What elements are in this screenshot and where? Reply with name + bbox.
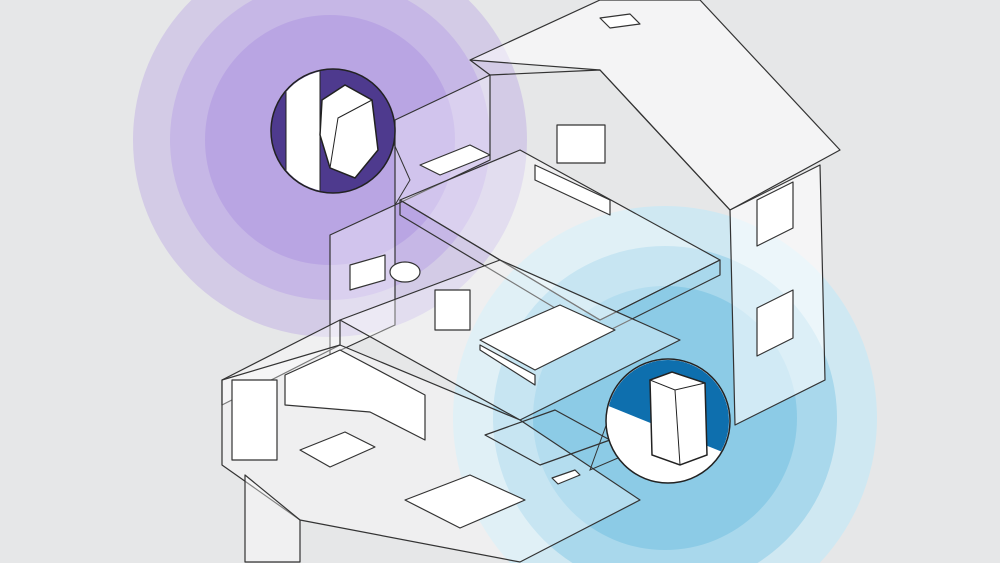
upper-left-wall bbox=[394, 74, 491, 206]
exterior-wall bbox=[729, 164, 826, 426]
window-top bbox=[756, 181, 794, 247]
side-table bbox=[551, 469, 581, 485]
tower-mesh-router-icon bbox=[607, 360, 729, 466]
refrigerator bbox=[231, 379, 278, 461]
roof-edge bbox=[469, 59, 731, 211]
toilet bbox=[389, 261, 421, 283]
blue-router-callout bbox=[589, 358, 731, 484]
wall-plug-mesh-router-icon bbox=[285, 70, 379, 192]
dining-table bbox=[404, 474, 526, 529]
purple-router-callout bbox=[270, 68, 411, 206]
bed-frame bbox=[479, 344, 536, 386]
bed bbox=[479, 304, 616, 371]
house-drawing bbox=[221, 0, 841, 563]
basement-wall bbox=[244, 474, 301, 563]
sink bbox=[349, 254, 386, 291]
desk bbox=[419, 144, 491, 176]
tv-console bbox=[534, 164, 611, 216]
dresser bbox=[434, 289, 471, 331]
upper-floor-slab bbox=[399, 199, 721, 336]
wall-art bbox=[556, 124, 606, 164]
roof-vent bbox=[599, 13, 641, 29]
kitchen-island bbox=[299, 431, 376, 468]
kitchen-counter bbox=[284, 349, 426, 441]
window-lower bbox=[756, 289, 794, 357]
